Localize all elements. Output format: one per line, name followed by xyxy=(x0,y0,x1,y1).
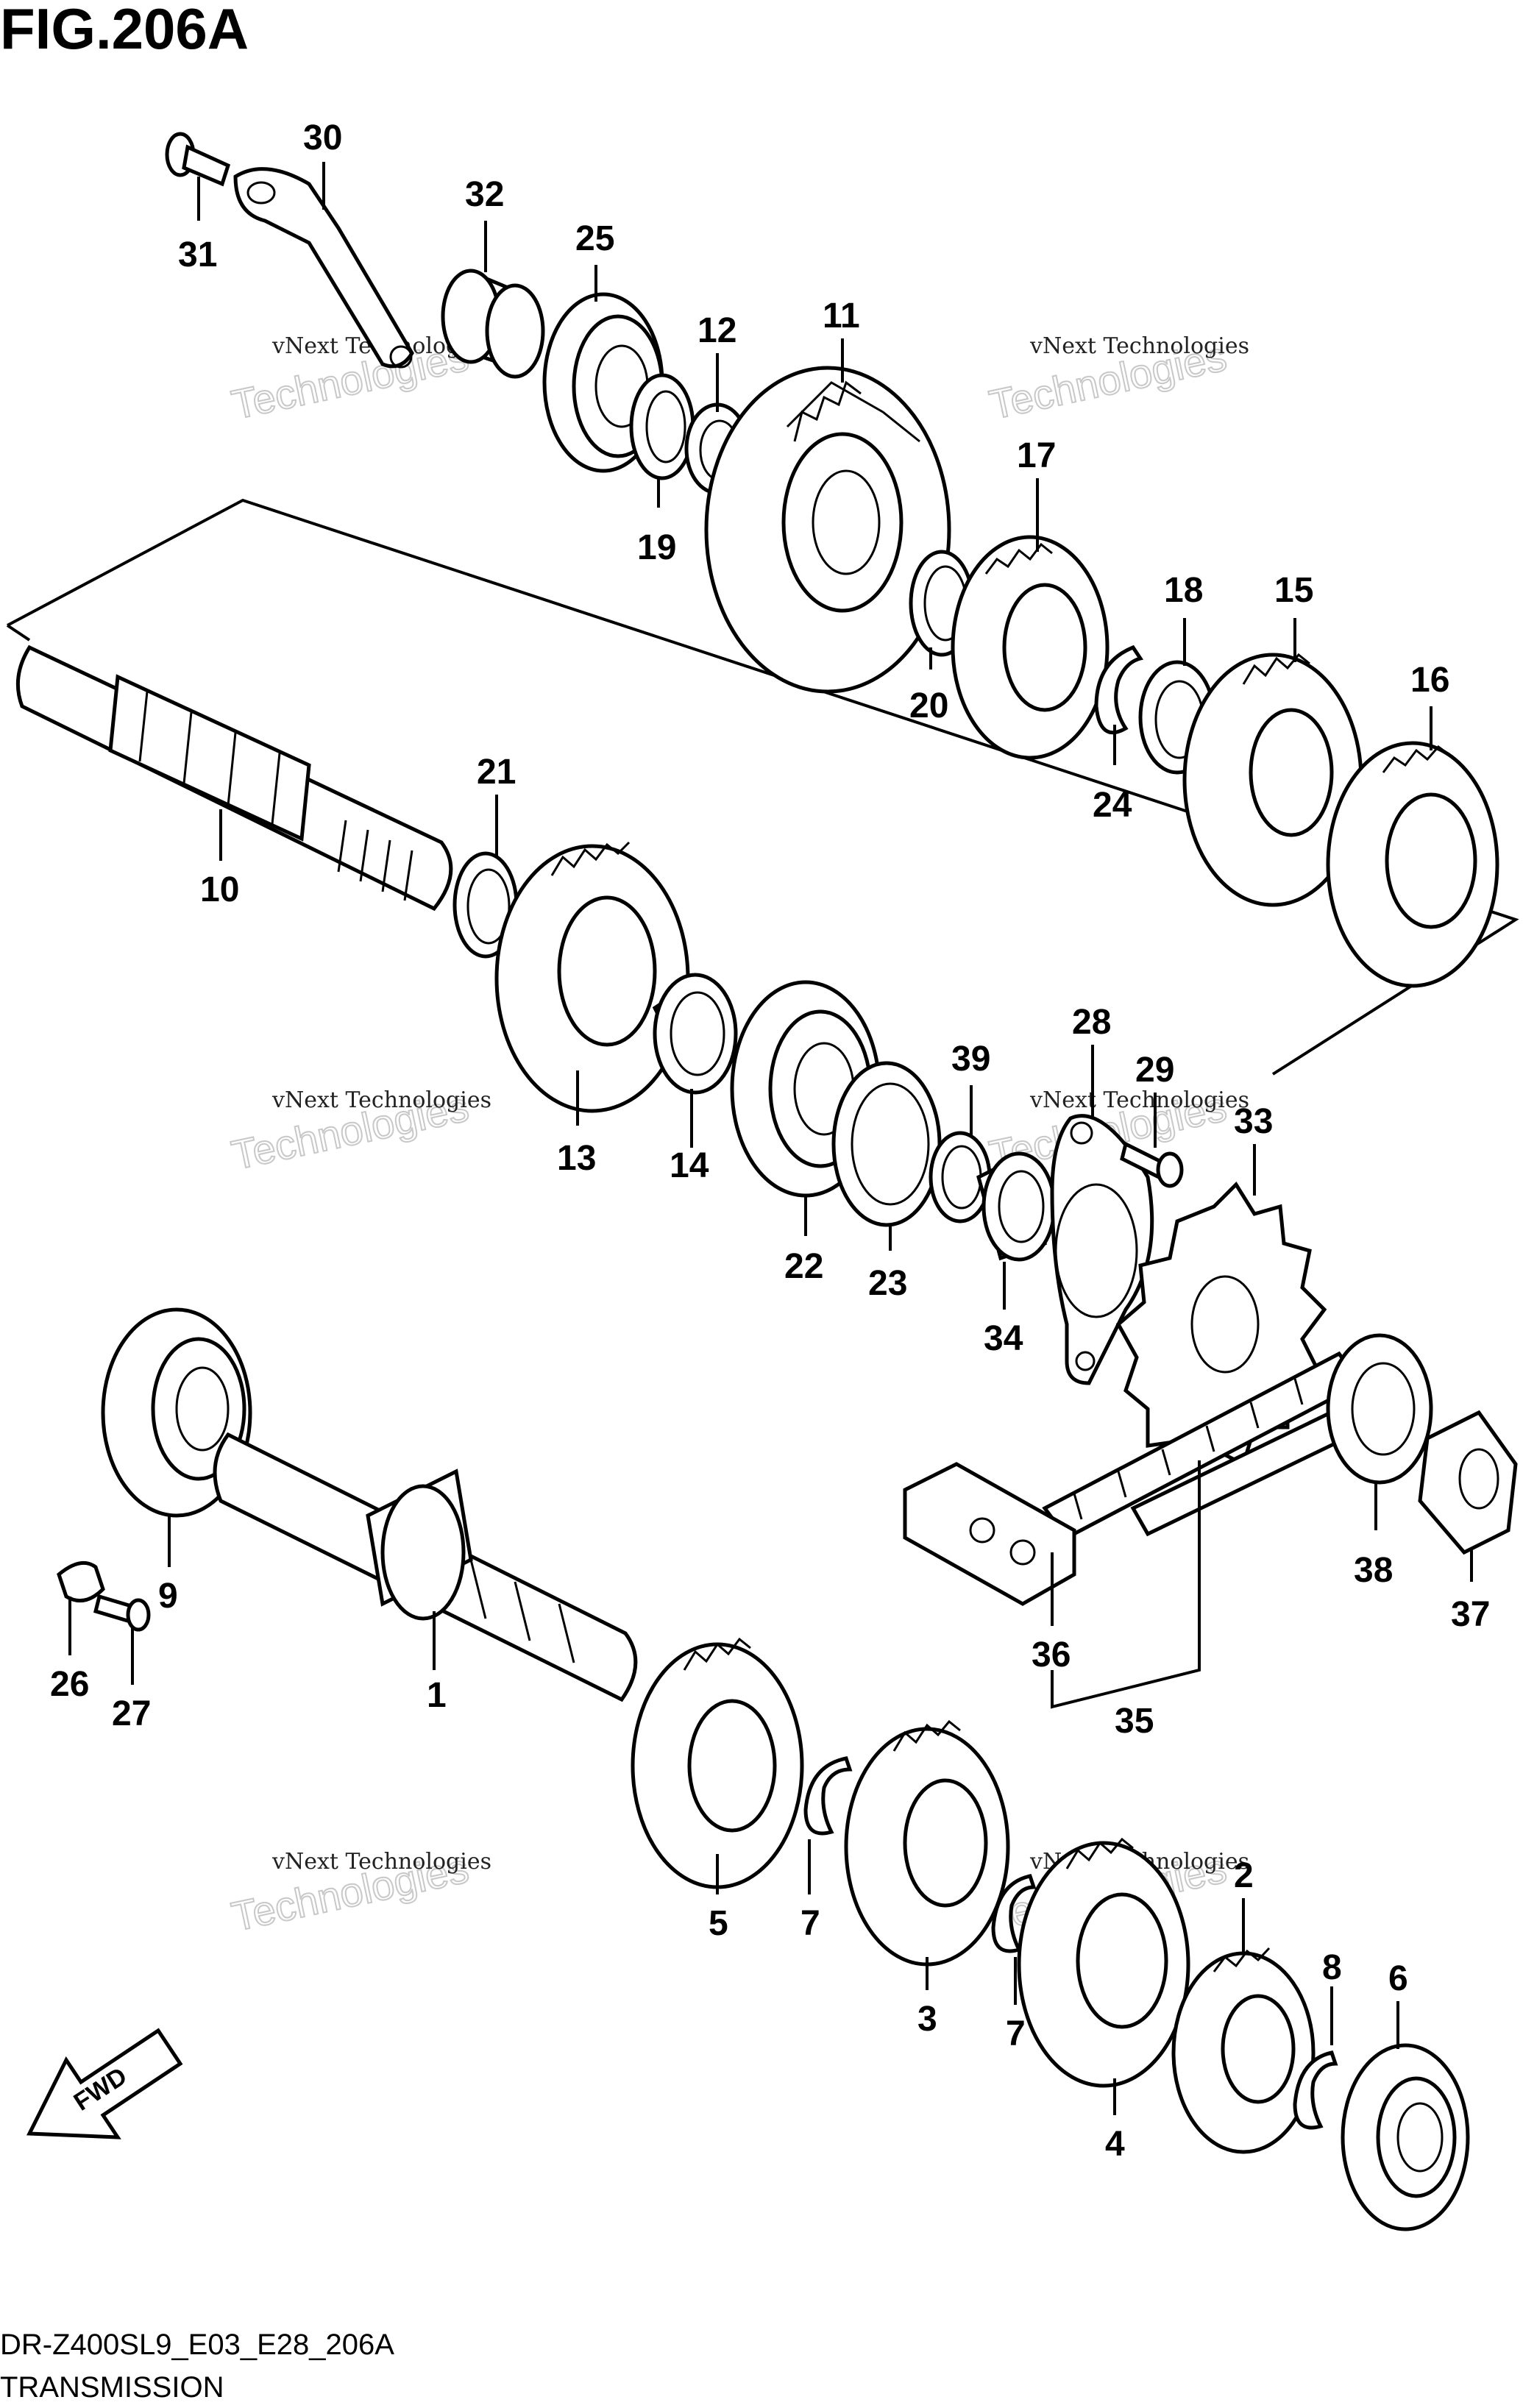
callout-26: 26 xyxy=(50,1665,89,1704)
callout-35: 35 xyxy=(1115,1702,1154,1741)
callout-27: 27 xyxy=(112,1694,151,1733)
part-17-gear xyxy=(951,535,1110,760)
part-24-circlip xyxy=(1094,644,1144,735)
part-26-retainer xyxy=(57,1560,105,1603)
callout-labels: 30 31 32 25 12 11 19 17 20 18 15 16 24 2… xyxy=(50,118,1490,2164)
part-4-gear xyxy=(1017,1837,1190,2088)
callout-23: 23 xyxy=(868,1264,907,1303)
leader-lines xyxy=(68,162,1473,2115)
callout-5: 5 xyxy=(709,1904,728,1943)
figure-title: FIG.206A xyxy=(0,0,249,61)
callout-38: 38 xyxy=(1354,1551,1393,1590)
part-13-gear xyxy=(494,841,690,1113)
callout-9: 9 xyxy=(158,1577,178,1616)
part-10-countershaft xyxy=(15,644,453,912)
callout-15: 15 xyxy=(1274,571,1313,610)
callout-29: 29 xyxy=(1135,1051,1174,1090)
part-8-circlip xyxy=(1293,2050,1338,2130)
callout-12: 12 xyxy=(697,311,736,350)
callout-33: 33 xyxy=(1234,1102,1273,1141)
part-37-nut xyxy=(1418,1410,1518,1555)
part-27-screw xyxy=(93,1594,151,1632)
part-2-gear xyxy=(1171,1947,1316,2154)
callout-22: 22 xyxy=(784,1247,823,1286)
part-5-gear xyxy=(631,1637,804,1889)
part-34-spacer xyxy=(976,1151,1057,1262)
callout-18: 18 xyxy=(1164,571,1203,610)
part-32-bush xyxy=(441,269,545,379)
callout-13: 13 xyxy=(557,1139,596,1178)
callout-32: 32 xyxy=(465,175,504,214)
callout-3: 3 xyxy=(917,2000,937,2039)
part-23-oil-seal xyxy=(831,1061,942,1227)
callout-36: 36 xyxy=(1032,1635,1071,1674)
part-38-lock-washer xyxy=(1326,1333,1433,1485)
callout-7: 7 xyxy=(800,1904,820,1943)
part-21-washer xyxy=(452,851,519,959)
callout-17: 17 xyxy=(1017,436,1056,475)
callout-14: 14 xyxy=(670,1146,709,1185)
watermark-text: vNext Technologies xyxy=(271,1087,491,1113)
part-14-bush xyxy=(652,973,739,1095)
part-15-gear xyxy=(1182,653,1363,907)
callout-19: 19 xyxy=(637,528,676,567)
bracket-corner xyxy=(6,624,31,642)
fwd-arrow-icon: FWD xyxy=(26,2028,183,2139)
callout-2: 2 xyxy=(1234,1856,1254,1895)
callout-21: 21 xyxy=(477,753,516,792)
callout-8: 8 xyxy=(1322,1948,1342,1987)
callout-34: 34 xyxy=(984,1319,1023,1358)
diagram-name: TRANSMISSION xyxy=(0,2371,224,2404)
part-16-gear xyxy=(1326,741,1499,988)
part-11-gear xyxy=(704,366,951,694)
part-6-bearing xyxy=(1341,2043,1470,2231)
callout-20: 20 xyxy=(909,686,948,725)
callout-30: 30 xyxy=(303,118,342,157)
callout-25: 25 xyxy=(575,219,614,258)
callout-7: 7 xyxy=(1006,2014,1026,2053)
callout-28: 28 xyxy=(1072,1003,1111,1042)
watermark-text: vNext Technologies xyxy=(1029,333,1249,359)
part-36-chain-joint xyxy=(903,1462,1076,1606)
part-1-countershaft xyxy=(213,1432,638,1702)
watermark-text: vNext Technologies xyxy=(271,1849,491,1875)
assembly-bracket xyxy=(7,498,1519,1076)
watermark-text: vNext Technologies xyxy=(1029,1087,1249,1113)
callout-10: 10 xyxy=(200,870,239,909)
callout-4: 4 xyxy=(1105,2125,1125,2164)
callout-31: 31 xyxy=(178,235,217,274)
diagram-code: DR-Z400SL9_E03_E28_206A xyxy=(0,2329,394,2361)
part-31-bolt xyxy=(165,132,231,187)
callout-1: 1 xyxy=(427,1676,447,1715)
callout-11: 11 xyxy=(823,296,860,335)
part-7-circlip xyxy=(803,1756,853,1836)
part-19-washer xyxy=(629,373,695,480)
callout-39: 39 xyxy=(951,1040,990,1079)
callout-6: 6 xyxy=(1388,1959,1408,1998)
callout-24: 24 xyxy=(1093,786,1132,825)
callout-37: 37 xyxy=(1451,1595,1490,1634)
part-29-screw xyxy=(1120,1141,1184,1188)
part-30-arm xyxy=(233,167,414,369)
callout-16: 16 xyxy=(1410,661,1449,700)
part-3-gear xyxy=(844,1719,1010,1967)
